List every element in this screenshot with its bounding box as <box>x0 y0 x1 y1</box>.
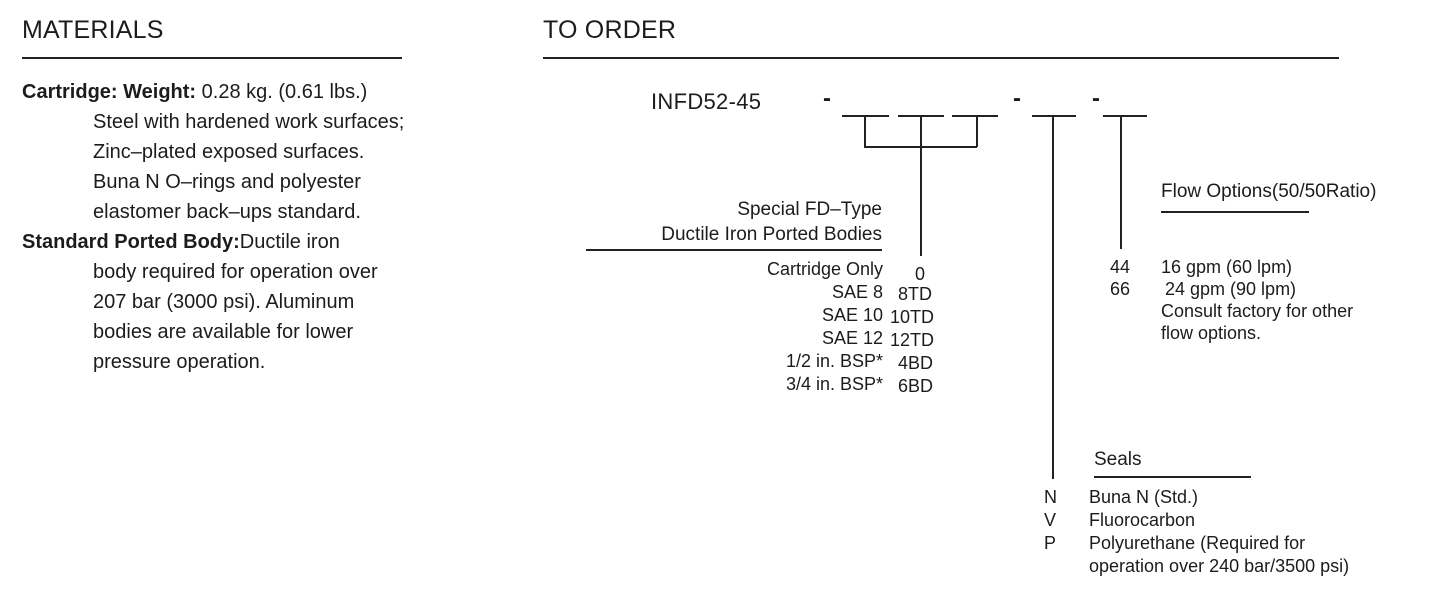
body-leader-line <box>920 116 922 256</box>
body-option-code: 0 <box>915 264 926 284</box>
flow-options-title: Flow Options(50/50Ratio) <box>1161 181 1377 202</box>
code-dash: - <box>1013 85 1021 112</box>
body-option-code: 4BD <box>898 353 934 373</box>
body-option-code: 8TD <box>898 284 933 304</box>
cartridge-desc-line: Zinc–plated exposed surfaces. <box>93 141 365 163</box>
body-code-blank <box>898 115 944 117</box>
flow-note-line: flow options. <box>1161 323 1262 343</box>
seal-option-desc: Fluorocarbon <box>1089 510 1196 530</box>
body-option-name: SAE 8 <box>831 282 883 302</box>
body-code-blank <box>952 115 998 117</box>
materials-heading: MATERIALS <box>22 16 164 44</box>
flow-option-code: 66 <box>1110 279 1131 299</box>
cartridge-weight-value: 0.28 kg. (0.61 lbs.) <box>196 81 368 103</box>
seal-option-code: V <box>1044 510 1057 530</box>
body-option-code: 10TD <box>890 307 935 327</box>
materials-heading-rule <box>22 57 402 59</box>
body-option-code: 6BD <box>898 376 934 396</box>
seals-leader-line <box>1052 116 1054 479</box>
code-dash: - <box>823 85 831 112</box>
cartridge-desc-line: Buna N O–rings and polyester <box>93 171 361 193</box>
seals-title: Seals <box>1094 449 1142 470</box>
seal-option-desc: Buna N (Std.) <box>1089 487 1199 507</box>
body-option-name: SAE 12 <box>821 328 883 348</box>
bodies-title-line1: Special FD–Type <box>737 199 882 220</box>
bodies-title-line2: Ductile Iron Ported Bodies <box>661 224 882 245</box>
body-code-blank <box>842 115 889 117</box>
flow-options-rule <box>1161 211 1309 213</box>
ported-body-desc-line: pressure operation. <box>93 351 266 373</box>
ported-body-desc-line: bodies are available for lower <box>93 321 354 343</box>
seals-rule <box>1094 476 1251 478</box>
seal-option-desc: Polyurethane (Required for <box>1089 533 1306 553</box>
flow-leader-line <box>1120 116 1122 249</box>
bodies-title-rule <box>586 249 882 251</box>
seal-code-blank <box>1032 115 1076 117</box>
cartridge-weight-label: Cartridge: Weight: <box>22 81 197 103</box>
body-bracket-left <box>864 116 866 147</box>
seal-option-code: P <box>1044 533 1057 553</box>
ported-body-label: Standard Ported Body: <box>22 231 240 253</box>
body-option-name: 3/4 in. BSP* <box>785 374 883 394</box>
body-option-name: 1/2 in. BSP* <box>785 351 883 371</box>
order-heading-rule <box>543 57 1339 59</box>
model-number: INFD52-45 <box>651 89 762 114</box>
cartridge-weight-line: Cartridge: Weight: 0.28 kg. (0.61 lbs.) <box>22 77 367 107</box>
flow-note-line: Consult factory for other <box>1161 301 1354 321</box>
ported-body-desc-line: body required for operation over <box>93 261 378 283</box>
seal-note-line: operation over 240 bar/3500 psi) <box>1089 556 1350 576</box>
flow-option-desc: 24 gpm (90 lpm) <box>1165 279 1297 299</box>
flow-code-blank <box>1103 115 1147 117</box>
cartridge-desc-line: elastomer back–ups standard. <box>93 201 361 223</box>
order-heading: TO ORDER <box>543 16 677 44</box>
ported-body-desc-line: 207 bar (3000 psi). Aluminum <box>93 291 355 313</box>
flow-option-code: 44 <box>1110 257 1131 277</box>
body-option-name: SAE 10 <box>821 305 883 325</box>
body-option-code: 12TD <box>890 330 935 350</box>
body-bracket-right <box>976 116 978 147</box>
ported-body-value: Ductile iron <box>239 231 340 253</box>
body-option-name: Cartridge Only <box>766 259 883 279</box>
ported-body-line: Standard Ported Body:Ductile iron <box>22 227 340 257</box>
code-dash: - <box>1092 85 1100 112</box>
flow-option-desc: 16 gpm (60 lpm) <box>1161 257 1293 277</box>
cartridge-desc-line: Steel with hardened work surfaces; <box>93 111 405 133</box>
seal-option-code: N <box>1044 487 1057 507</box>
